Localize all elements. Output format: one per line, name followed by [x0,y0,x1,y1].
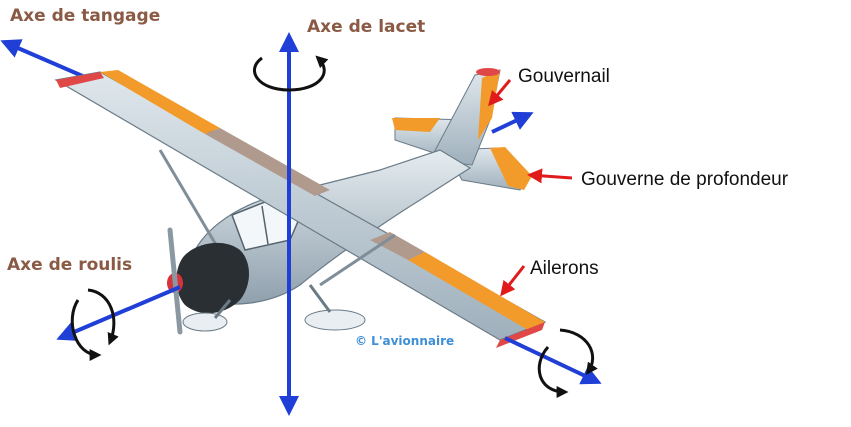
elevator-pointer-arrow [527,168,573,184]
landing-gear [182,284,366,332]
rudder-pointer-arrow [488,79,512,107]
roll-axis-label: Axe de roulis [7,255,133,275]
yaw-axis-label: Axe de lacet [307,17,426,37]
elevator-right-surface [490,147,532,190]
propeller [167,227,183,335]
pitch-rotation-arrow [537,328,598,398]
elevator-label: Gouverne de profondeur [581,169,789,190]
roll-axis [56,285,181,341]
pitch-axis-front [504,336,602,385]
credit-watermark: © L'avionnaire [355,334,455,348]
ailerons-pointer-arrow [500,265,526,297]
elevator-left-surface [392,118,440,132]
tail [392,68,532,191]
ailerons-label: Ailerons [530,258,599,279]
roll-rotation-arrow [70,288,119,361]
yaw-rotation-arrow [253,55,329,92]
rudder-label: Gouvernail [518,66,610,87]
pitch-axis-label: Axe de tangage [10,6,161,26]
flap-left-surface [100,70,220,134]
roll-axis-rear [491,111,534,134]
aileron-right-surface [408,252,545,330]
